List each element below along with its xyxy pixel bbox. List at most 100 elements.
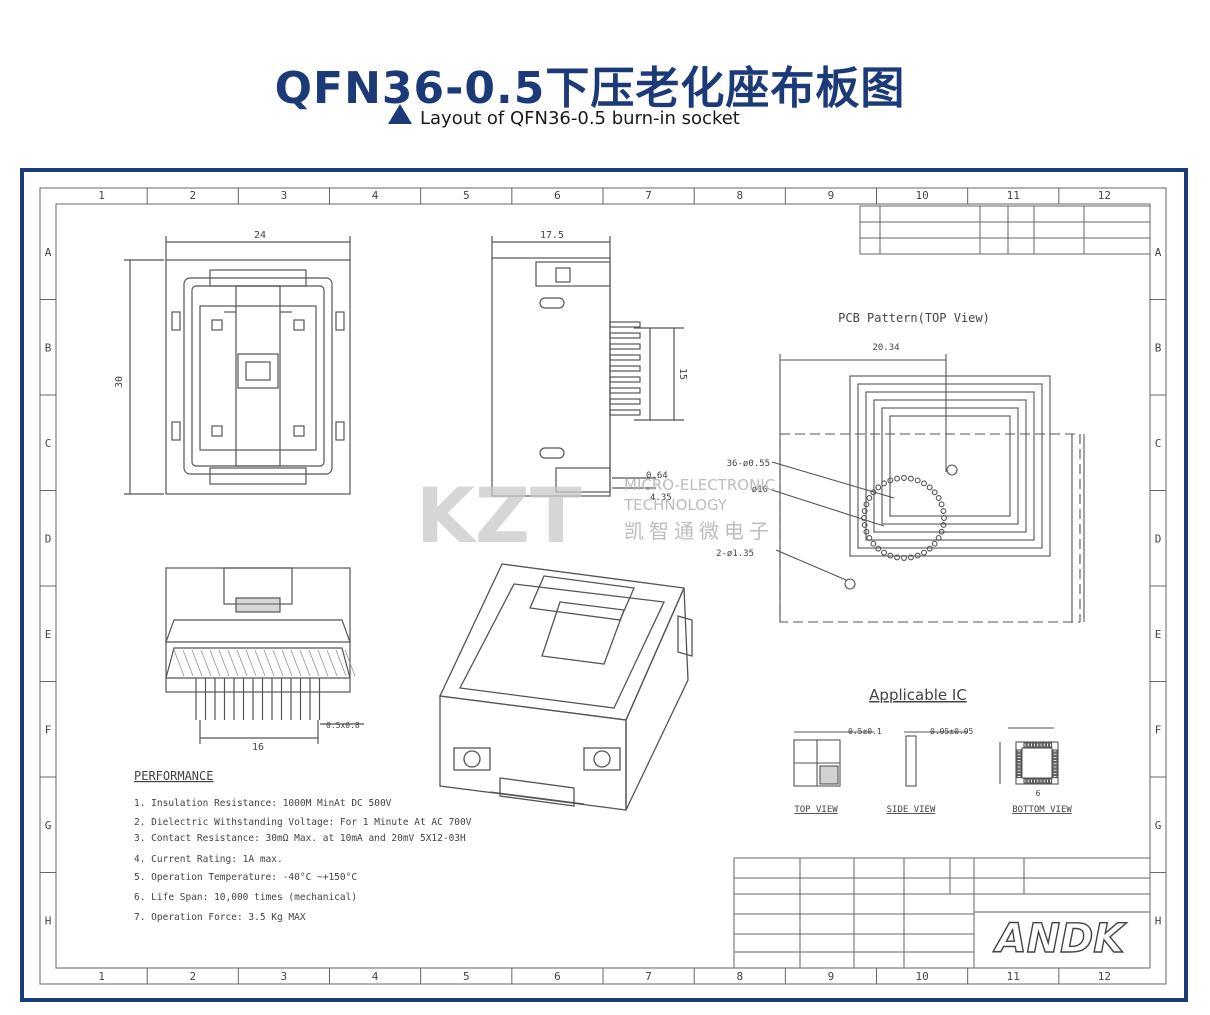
performance-item: 7. Operation Force: 3.5 Kg MAX — [134, 912, 306, 923]
grid-row-label: A — [1155, 246, 1162, 259]
pad-label: 36-ø0.55 — [727, 459, 770, 469]
performance-item: 5. Operation Temperature: -40°C ~+150°C — [134, 872, 357, 883]
ic-pad — [1016, 765, 1022, 769]
pcb-pad — [875, 545, 882, 552]
side-pin — [609, 354, 641, 361]
hatch-line — [254, 649, 266, 677]
socket-section-view — [165, 567, 364, 744]
grid-col-label: 10 — [915, 189, 928, 202]
performance-item: 3. Contact Resistance: 30mΩ Max. at 10mA… — [134, 833, 466, 844]
hatch-line — [272, 649, 284, 677]
grid-col-label: 5 — [463, 189, 470, 202]
ic-dim-1: 0.5±0.1 — [848, 727, 882, 736]
pcb-pad — [931, 540, 938, 547]
hatch-line — [227, 649, 239, 677]
side-pin — [609, 343, 641, 350]
triangle-icon — [388, 104, 412, 124]
side-pin — [609, 398, 641, 405]
ic-pad — [1026, 778, 1030, 784]
pcb-pad — [914, 552, 921, 559]
ic-pad — [1052, 755, 1058, 759]
watermark-logo: KZT — [416, 471, 582, 560]
page-subtitle: Layout of QFN36-0.5 burn-in socket — [420, 108, 740, 129]
ic-pad — [1045, 742, 1049, 748]
grid-col-label: 6 — [554, 970, 561, 983]
pcb-pad — [941, 515, 947, 521]
watermark-line2: TECHNOLOGY — [623, 496, 728, 514]
hatch-line — [245, 649, 257, 677]
pcb-pad — [926, 484, 933, 491]
grid-col-label: 8 — [736, 189, 743, 202]
performance-item: 2. Dielectric Withstanding Voltage: For … — [134, 817, 472, 828]
grid-row-label: D — [1155, 532, 1162, 545]
ic-dim-2: 0.05±0.05 — [930, 727, 974, 736]
pcb-pad — [863, 501, 870, 508]
pcb-pad — [938, 528, 945, 535]
pcb-outline — [865, 391, 1035, 541]
hatch-line — [299, 649, 311, 677]
titleblock-logo: ANDK — [993, 916, 1128, 962]
performance-item: 1. Insulation Resistance: 1000M MinAt DC… — [134, 798, 392, 809]
grid-col-label: 9 — [828, 189, 835, 202]
ic-pad — [1042, 742, 1046, 748]
pcb-pad — [921, 549, 927, 556]
dim-pitch: 0.5x0.8 — [326, 721, 360, 730]
watermark-line1: MICRO-ELECTRONIC — [624, 476, 775, 494]
grid-col-label: 7 — [645, 189, 652, 202]
hatch-line — [218, 649, 230, 677]
grid-col-label: 4 — [372, 970, 379, 983]
ic-pad — [1016, 755, 1022, 759]
hatch-line — [326, 649, 338, 677]
zone-ticks — [40, 188, 1166, 984]
grid-row-label: F — [45, 723, 52, 736]
pcb-outline — [873, 399, 1027, 533]
pcb-pad — [914, 477, 921, 484]
hatch-line — [290, 649, 302, 677]
side-pin — [609, 321, 641, 328]
ic-pad — [1016, 762, 1022, 766]
hatch-line — [281, 649, 293, 677]
ic-pad — [1033, 742, 1037, 748]
grid-row-label: F — [1155, 723, 1162, 736]
pcb-pad — [870, 540, 877, 547]
pcb-pad — [894, 475, 901, 482]
pcb-pad — [861, 521, 868, 528]
pcb-outline — [857, 383, 1043, 549]
pcb-pad — [926, 545, 933, 552]
ic-pad — [1052, 752, 1058, 756]
ic-pad — [1029, 742, 1033, 748]
pcb-pad — [863, 528, 870, 535]
pcb-outline — [849, 375, 1051, 557]
pcb-pad — [901, 555, 907, 561]
pcb-pad — [894, 554, 901, 561]
ic-top-view-label: TOP VIEW — [794, 805, 838, 815]
grid-col-label: 9 — [828, 970, 835, 983]
grid-row-label: C — [1155, 437, 1162, 450]
hole-label: ø10 — [752, 485, 768, 495]
ic-pad — [1029, 778, 1033, 784]
ic-pad — [1016, 759, 1022, 763]
hatch-line — [344, 649, 356, 677]
dim-pin-b: 4.35 — [650, 493, 672, 503]
revision-table — [859, 205, 1151, 255]
grid-row-label: B — [45, 341, 52, 354]
hatch-line — [335, 649, 347, 677]
grid-col-label: 1 — [98, 970, 105, 983]
grid-col-label: 2 — [189, 970, 196, 983]
ic-pad — [1016, 768, 1022, 772]
pcb-pad — [921, 480, 927, 487]
ic-pad — [1036, 742, 1040, 748]
grid-row-label: E — [1155, 628, 1162, 641]
pcb-pad — [907, 475, 914, 482]
pcb-pad — [935, 535, 942, 541]
hatch-line — [209, 649, 221, 677]
grid-col-label: 8 — [736, 970, 743, 983]
pcb-pad — [935, 495, 942, 501]
ic-pad — [1016, 775, 1022, 779]
side-pin — [609, 376, 641, 383]
grid-col-label: 3 — [281, 189, 288, 202]
side-pin — [609, 365, 641, 372]
ic-pad — [1052, 749, 1058, 753]
